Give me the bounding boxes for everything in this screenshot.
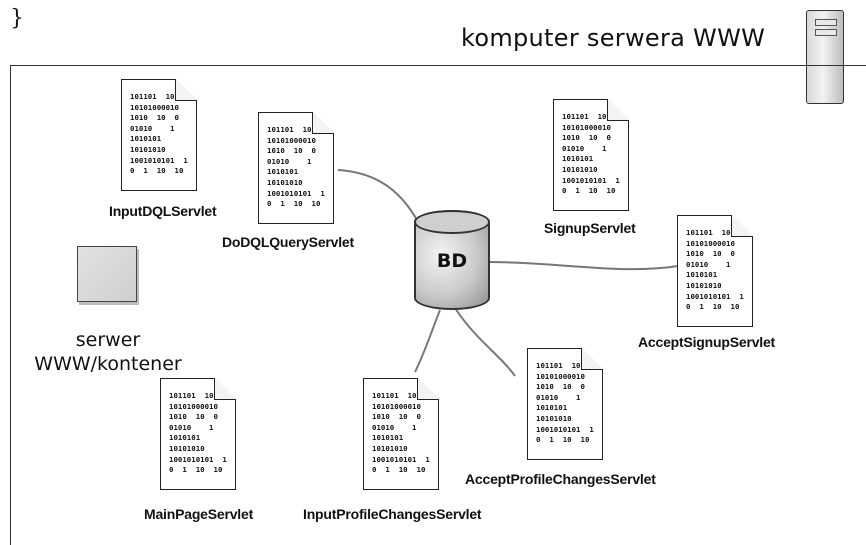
web-server-box-icon [77, 246, 137, 302]
servlet-bytecode-text: 101101 1011 10101000010 1010 10 0 01010 … [536, 361, 594, 445]
database-top [414, 210, 490, 234]
servlet-label: AcceptProfileChangesServlet [465, 471, 656, 487]
server-computer-title: komputer serwera WWW [461, 24, 766, 52]
connector-db-acceptProfile [454, 307, 516, 377]
servlet-document-icon: 101101 1011 10101000010 1010 10 0 01010 … [677, 215, 753, 327]
page-fold-corner [214, 378, 236, 400]
connector-db-inputProfile [414, 309, 441, 373]
servlet-label: AcceptSignupServlet [638, 334, 776, 350]
servlet-bytecode-text: 101101 1011 10101000010 1010 10 0 01010 … [562, 112, 620, 196]
servlet-bytecode-text: 101101 1011 10101000010 1010 10 0 01010 … [372, 391, 430, 475]
closing-brace: } [10, 6, 24, 31]
web-server-label-line1: serwer [75, 329, 141, 351]
connector-doDQLQuery-db [337, 169, 419, 223]
servlet-label: InputProfileChangesServlet [303, 506, 482, 522]
server-container-frame [10, 65, 866, 545]
page-fold-corner [581, 348, 603, 370]
servlet-label: DoDQLQueryServlet [222, 234, 354, 250]
connector-db-acceptSignup [487, 261, 679, 271]
servlet-bytecode-text: 101101 1011 10101000010 1010 10 0 01010 … [686, 228, 744, 312]
servlet-document-icon: 101101 1011 10101000010 1010 10 0 01010 … [527, 348, 603, 460]
servlet-document-icon: 101101 1011 10101000010 1010 10 0 01010 … [121, 79, 197, 191]
servlet-bytecode-text: 101101 1011 10101000010 1010 10 0 01010 … [267, 125, 325, 209]
page-fold-corner [607, 99, 629, 121]
web-server-label-line2: WWW/kontener [34, 353, 182, 375]
server-tower-icon [806, 10, 844, 104]
page-fold-corner [312, 112, 334, 134]
page-fold-corner [175, 79, 197, 101]
servlet-label: SignupServlet [544, 220, 636, 236]
web-server-label: serwer WWW/kontener [18, 328, 198, 376]
page-fold-corner [417, 378, 439, 400]
connection-lines [337, 169, 679, 377]
servlet-bytecode-text: 101101 1011 10101000010 1010 10 0 01010 … [169, 391, 227, 475]
page-fold-corner [731, 215, 753, 237]
servlet-bytecode-text: 101101 1011 10101000010 1010 10 0 01010 … [130, 92, 188, 176]
database-label: BD [436, 250, 468, 272]
servlet-label: MainPageServlet [144, 506, 254, 522]
servlet-document-icon: 101101 1011 10101000010 1010 10 0 01010 … [160, 378, 236, 490]
servlet-label: InputDQLServlet [109, 203, 217, 219]
